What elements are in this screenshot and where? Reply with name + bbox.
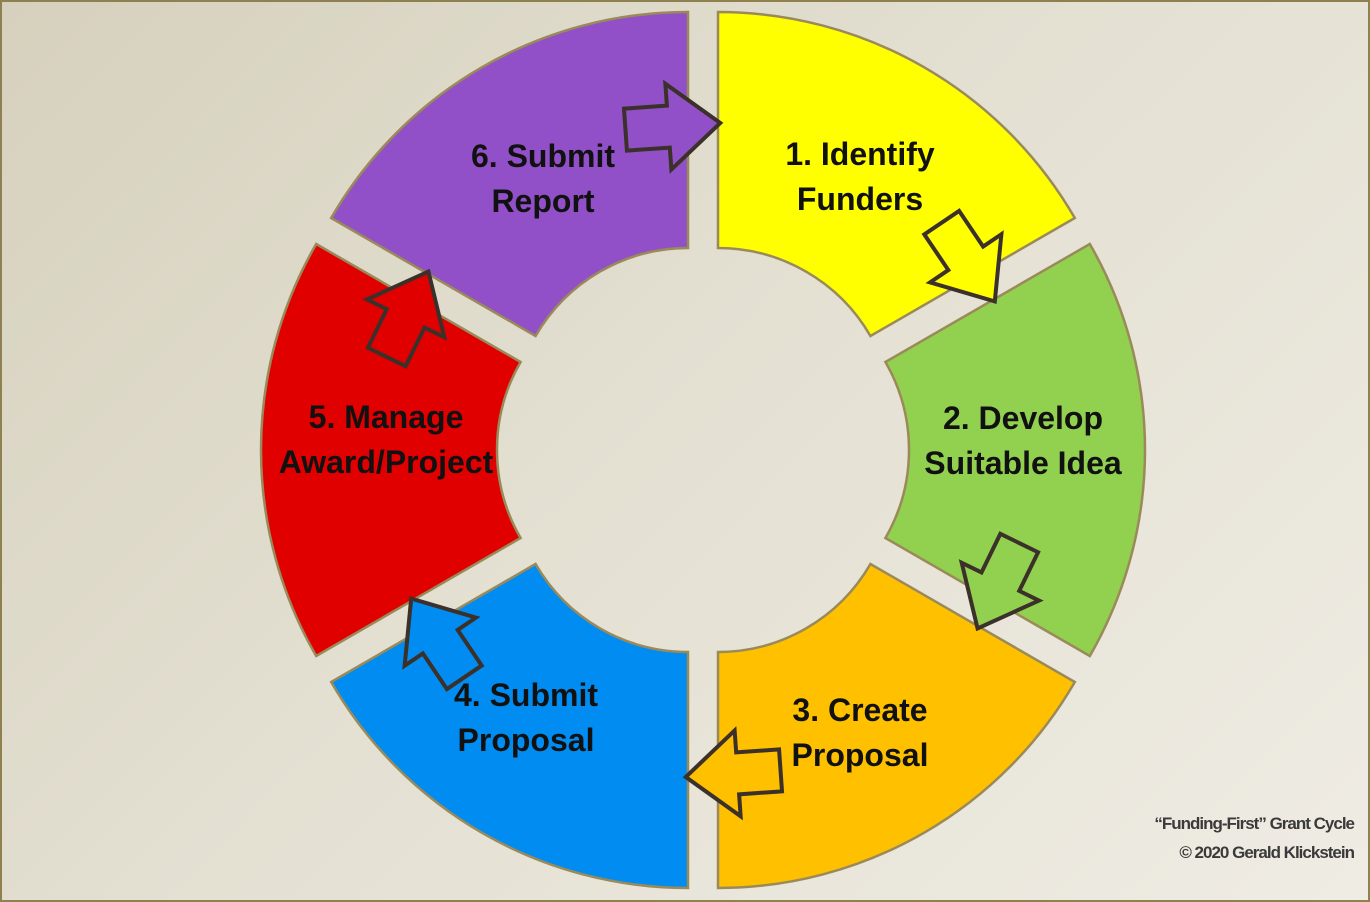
footer-title: “Funding-First” Grant Cycle bbox=[1154, 814, 1355, 833]
step-1-line2: Funders bbox=[796, 181, 924, 217]
step-6-label: 6. Submit Report bbox=[471, 134, 615, 224]
footer-copyright: © 2020 Gerald Klickstein bbox=[1179, 843, 1355, 862]
step-5-segment bbox=[259, 242, 523, 658]
arrow-step-4-to-5-icon bbox=[402, 595, 485, 692]
arrow-step-6-to-1-icon bbox=[621, 79, 724, 174]
step-3-line1: 3. Create bbox=[792, 692, 928, 728]
step-5-label: 5. Manage Award/Project bbox=[279, 395, 494, 485]
step-1-line1: 1. Identify bbox=[785, 136, 935, 172]
step-2-segment bbox=[883, 242, 1147, 658]
step-6-segment bbox=[329, 10, 690, 338]
step-3-label: 3. Create Proposal bbox=[792, 688, 929, 778]
step-4-line2: Proposal bbox=[457, 722, 595, 758]
step-6-line1: 6. Submit bbox=[470, 138, 616, 174]
arrow-step-5-to-6-icon bbox=[362, 268, 448, 369]
step-2-line1: 2. Develop bbox=[942, 400, 1104, 436]
step-6-line2: Report bbox=[491, 183, 595, 219]
step-4-line1: 4. Submit bbox=[453, 677, 599, 713]
step-4-label: 4. Submit Proposal bbox=[454, 673, 598, 763]
step-5-line2: Award/Project bbox=[278, 444, 494, 480]
arrow-step-3-to-4-icon bbox=[682, 726, 785, 821]
arrow-step-2-to-3-icon bbox=[958, 531, 1044, 632]
step-3-segment bbox=[716, 562, 1077, 890]
step-2-label: 2. Develop Suitable Idea bbox=[924, 396, 1121, 486]
step-2-line2: Suitable Idea bbox=[924, 445, 1122, 481]
arrow-step-1-to-2-icon bbox=[921, 208, 1004, 305]
step-3-line2: Proposal bbox=[791, 737, 929, 773]
step-1-label: 1. Identify Funders bbox=[785, 132, 934, 222]
step-5-line1: 5. Manage bbox=[308, 399, 464, 435]
